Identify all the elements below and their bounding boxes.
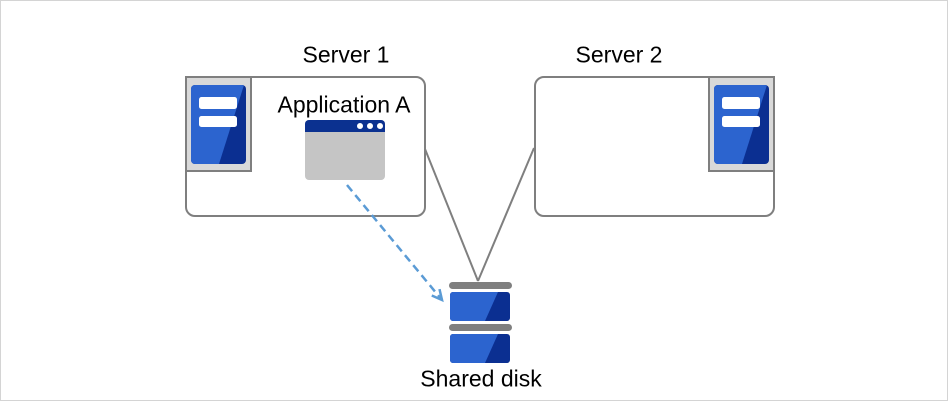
stacked-disk-icon bbox=[449, 282, 512, 363]
edge-server2-to-disk bbox=[477, 147, 535, 282]
server1-label: Server 1 bbox=[302, 41, 390, 68]
application-label: Application A bbox=[277, 91, 411, 118]
server-tower-icon bbox=[708, 76, 775, 172]
server2-label: Server 2 bbox=[575, 41, 663, 68]
app-window-icon bbox=[305, 120, 385, 180]
server-tower-icon bbox=[185, 76, 252, 172]
edge-server1-to-disk bbox=[424, 148, 479, 282]
window-buttons-icon bbox=[357, 123, 383, 129]
shared-disk-label: Shared disk bbox=[420, 365, 542, 392]
